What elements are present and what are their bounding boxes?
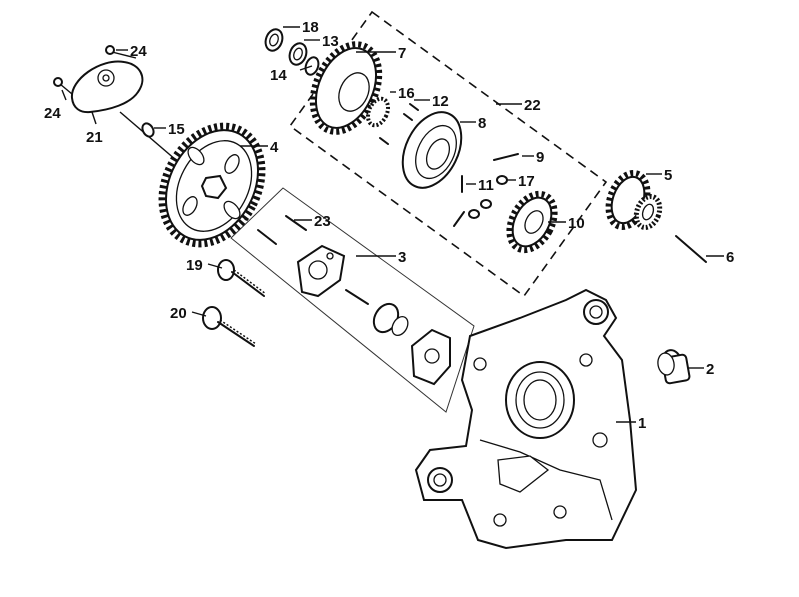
- callout-24-upper: 24: [130, 43, 147, 60]
- callout-13: 13: [322, 33, 339, 50]
- callout-17: 17: [518, 173, 535, 190]
- callout-14: 14: [270, 67, 287, 84]
- callout-19: 19: [186, 257, 203, 274]
- bearing-13: [288, 42, 308, 66]
- callout-23: 23: [314, 213, 331, 230]
- shaft-6: [675, 235, 707, 263]
- callout-16: 16: [398, 85, 415, 102]
- bolt-23-b: [285, 215, 307, 231]
- callout-12: 12: [432, 93, 449, 110]
- callout-21: 21: [86, 129, 103, 146]
- leader-lines: [61, 26, 724, 423]
- callout-5: 5: [664, 167, 672, 184]
- callout-2: 2: [706, 361, 714, 378]
- callout-3: 3: [398, 249, 406, 266]
- oil-pump-rotor: [372, 302, 409, 336]
- pin-12: [379, 103, 419, 145]
- bolt-20: [202, 306, 257, 347]
- spring-9: [493, 153, 519, 161]
- callout-9: 9: [536, 149, 544, 166]
- needle-bearing-16: [365, 96, 391, 128]
- oil-pump-body: [296, 244, 346, 298]
- callout-22: 22: [524, 97, 541, 114]
- bolt-19: [217, 259, 267, 297]
- seal-18: [264, 28, 284, 52]
- callout-8: 8: [478, 115, 486, 132]
- idle-gear-5: [605, 169, 663, 231]
- callout-18: 18: [302, 19, 319, 36]
- callout-24-left: 24: [44, 105, 61, 122]
- bolt-24-upper: [105, 45, 115, 55]
- callout-20: 20: [170, 305, 187, 322]
- oil-pump-shaft: [345, 289, 369, 305]
- callout-15: 15: [168, 121, 185, 138]
- callout-6: 6: [726, 249, 734, 266]
- cover-plate-21: [59, 51, 144, 114]
- bolt-23-a: [257, 229, 277, 245]
- callout-7: 7: [398, 45, 406, 62]
- callout-4: 4: [270, 139, 279, 156]
- large-gear-4: [158, 122, 266, 248]
- washer-15: [141, 122, 155, 138]
- roller-17: [496, 175, 508, 185]
- bushing-2: [657, 349, 691, 385]
- one-way-clutch-8: [401, 111, 463, 189]
- crankcase-1: [414, 288, 638, 550]
- oil-pump-cover: [410, 328, 451, 386]
- gear-10: [506, 190, 558, 254]
- starter-gear-7: [309, 41, 383, 135]
- callout-1: 1: [638, 415, 646, 432]
- group-3-boundary: [230, 187, 475, 413]
- bolt-24-left: [53, 77, 63, 87]
- callout-11: 11: [478, 177, 494, 194]
- roller-set: [453, 199, 492, 227]
- callout-10: 10: [568, 215, 585, 232]
